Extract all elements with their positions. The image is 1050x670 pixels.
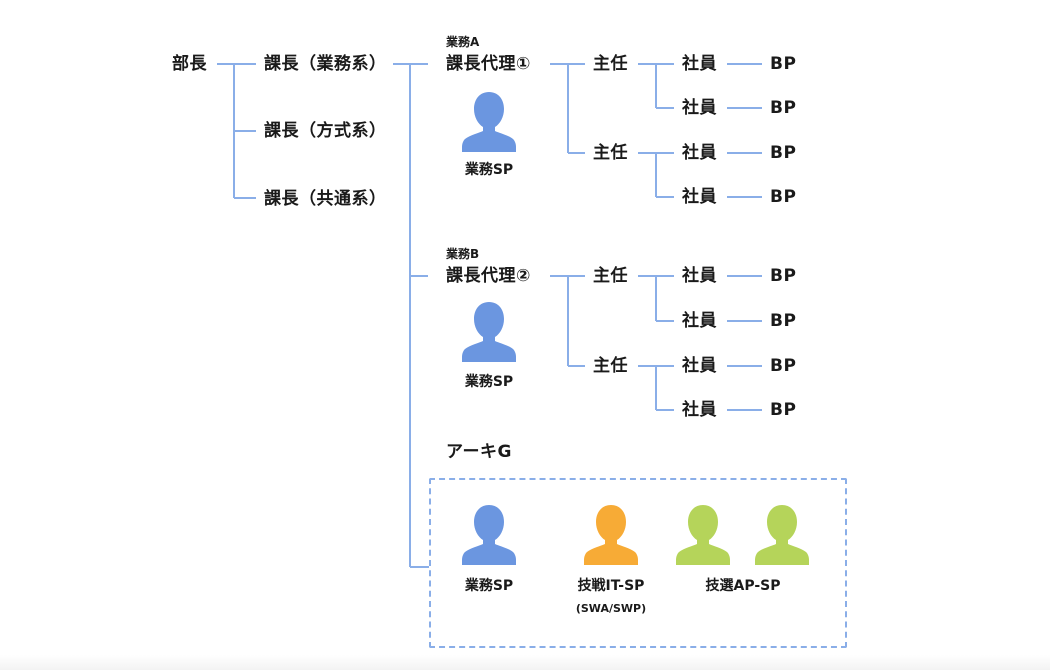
arch-member-ap-sp: 技選AP-SP: [705, 578, 781, 594]
person-icon: [462, 302, 516, 362]
arch-member-it-sp-sub: (SWA/SWP): [575, 602, 647, 615]
business-partner: BP: [770, 266, 797, 286]
member: 社員: [682, 266, 717, 286]
member: 社員: [682, 187, 717, 207]
deputy-chief-2: 課長代理②: [446, 266, 531, 286]
member: 社員: [682, 98, 717, 118]
member: 社員: [682, 311, 717, 331]
business-partner: BP: [770, 356, 797, 376]
person-icon: [462, 92, 516, 152]
leader-b1: 主任: [593, 266, 628, 286]
member: 社員: [682, 400, 717, 420]
person-icon: [755, 505, 809, 565]
business-sp-label: 業務SP: [464, 162, 514, 178]
leader-b2: 主任: [593, 356, 628, 376]
person-icon: [462, 505, 516, 565]
leader-a1: 主任: [593, 54, 628, 74]
business-partner: BP: [770, 187, 797, 207]
person-icon: [584, 505, 638, 565]
arch-member-business-sp: 業務SP: [464, 578, 514, 594]
section-chief-common: 課長（共通系）: [264, 189, 387, 209]
root-department-head: 部長: [172, 54, 207, 74]
member: 社員: [682, 54, 717, 74]
deputy-chief-1: 課長代理①: [446, 54, 531, 74]
section-chief-method: 課長（方式系）: [264, 121, 387, 141]
business-partner: BP: [770, 143, 797, 163]
arch-member-it-sp: 技戦IT-SP: [577, 578, 645, 594]
group-label-b: 業務B: [446, 247, 480, 261]
person-icon: [676, 505, 730, 565]
business-partner: BP: [770, 400, 797, 420]
business-sp-label: 業務SP: [464, 374, 514, 390]
section-chief-business: 課長（業務系）: [264, 54, 387, 74]
leader-a2: 主任: [593, 143, 628, 163]
arch-group-title: アーキG: [446, 442, 512, 462]
business-partner: BP: [770, 98, 797, 118]
member: 社員: [682, 356, 717, 376]
business-partner: BP: [770, 54, 797, 74]
arch-group-box: [429, 478, 847, 648]
business-partner: BP: [770, 311, 797, 331]
member: 社員: [682, 143, 717, 163]
group-label-a: 業務A: [446, 35, 480, 49]
